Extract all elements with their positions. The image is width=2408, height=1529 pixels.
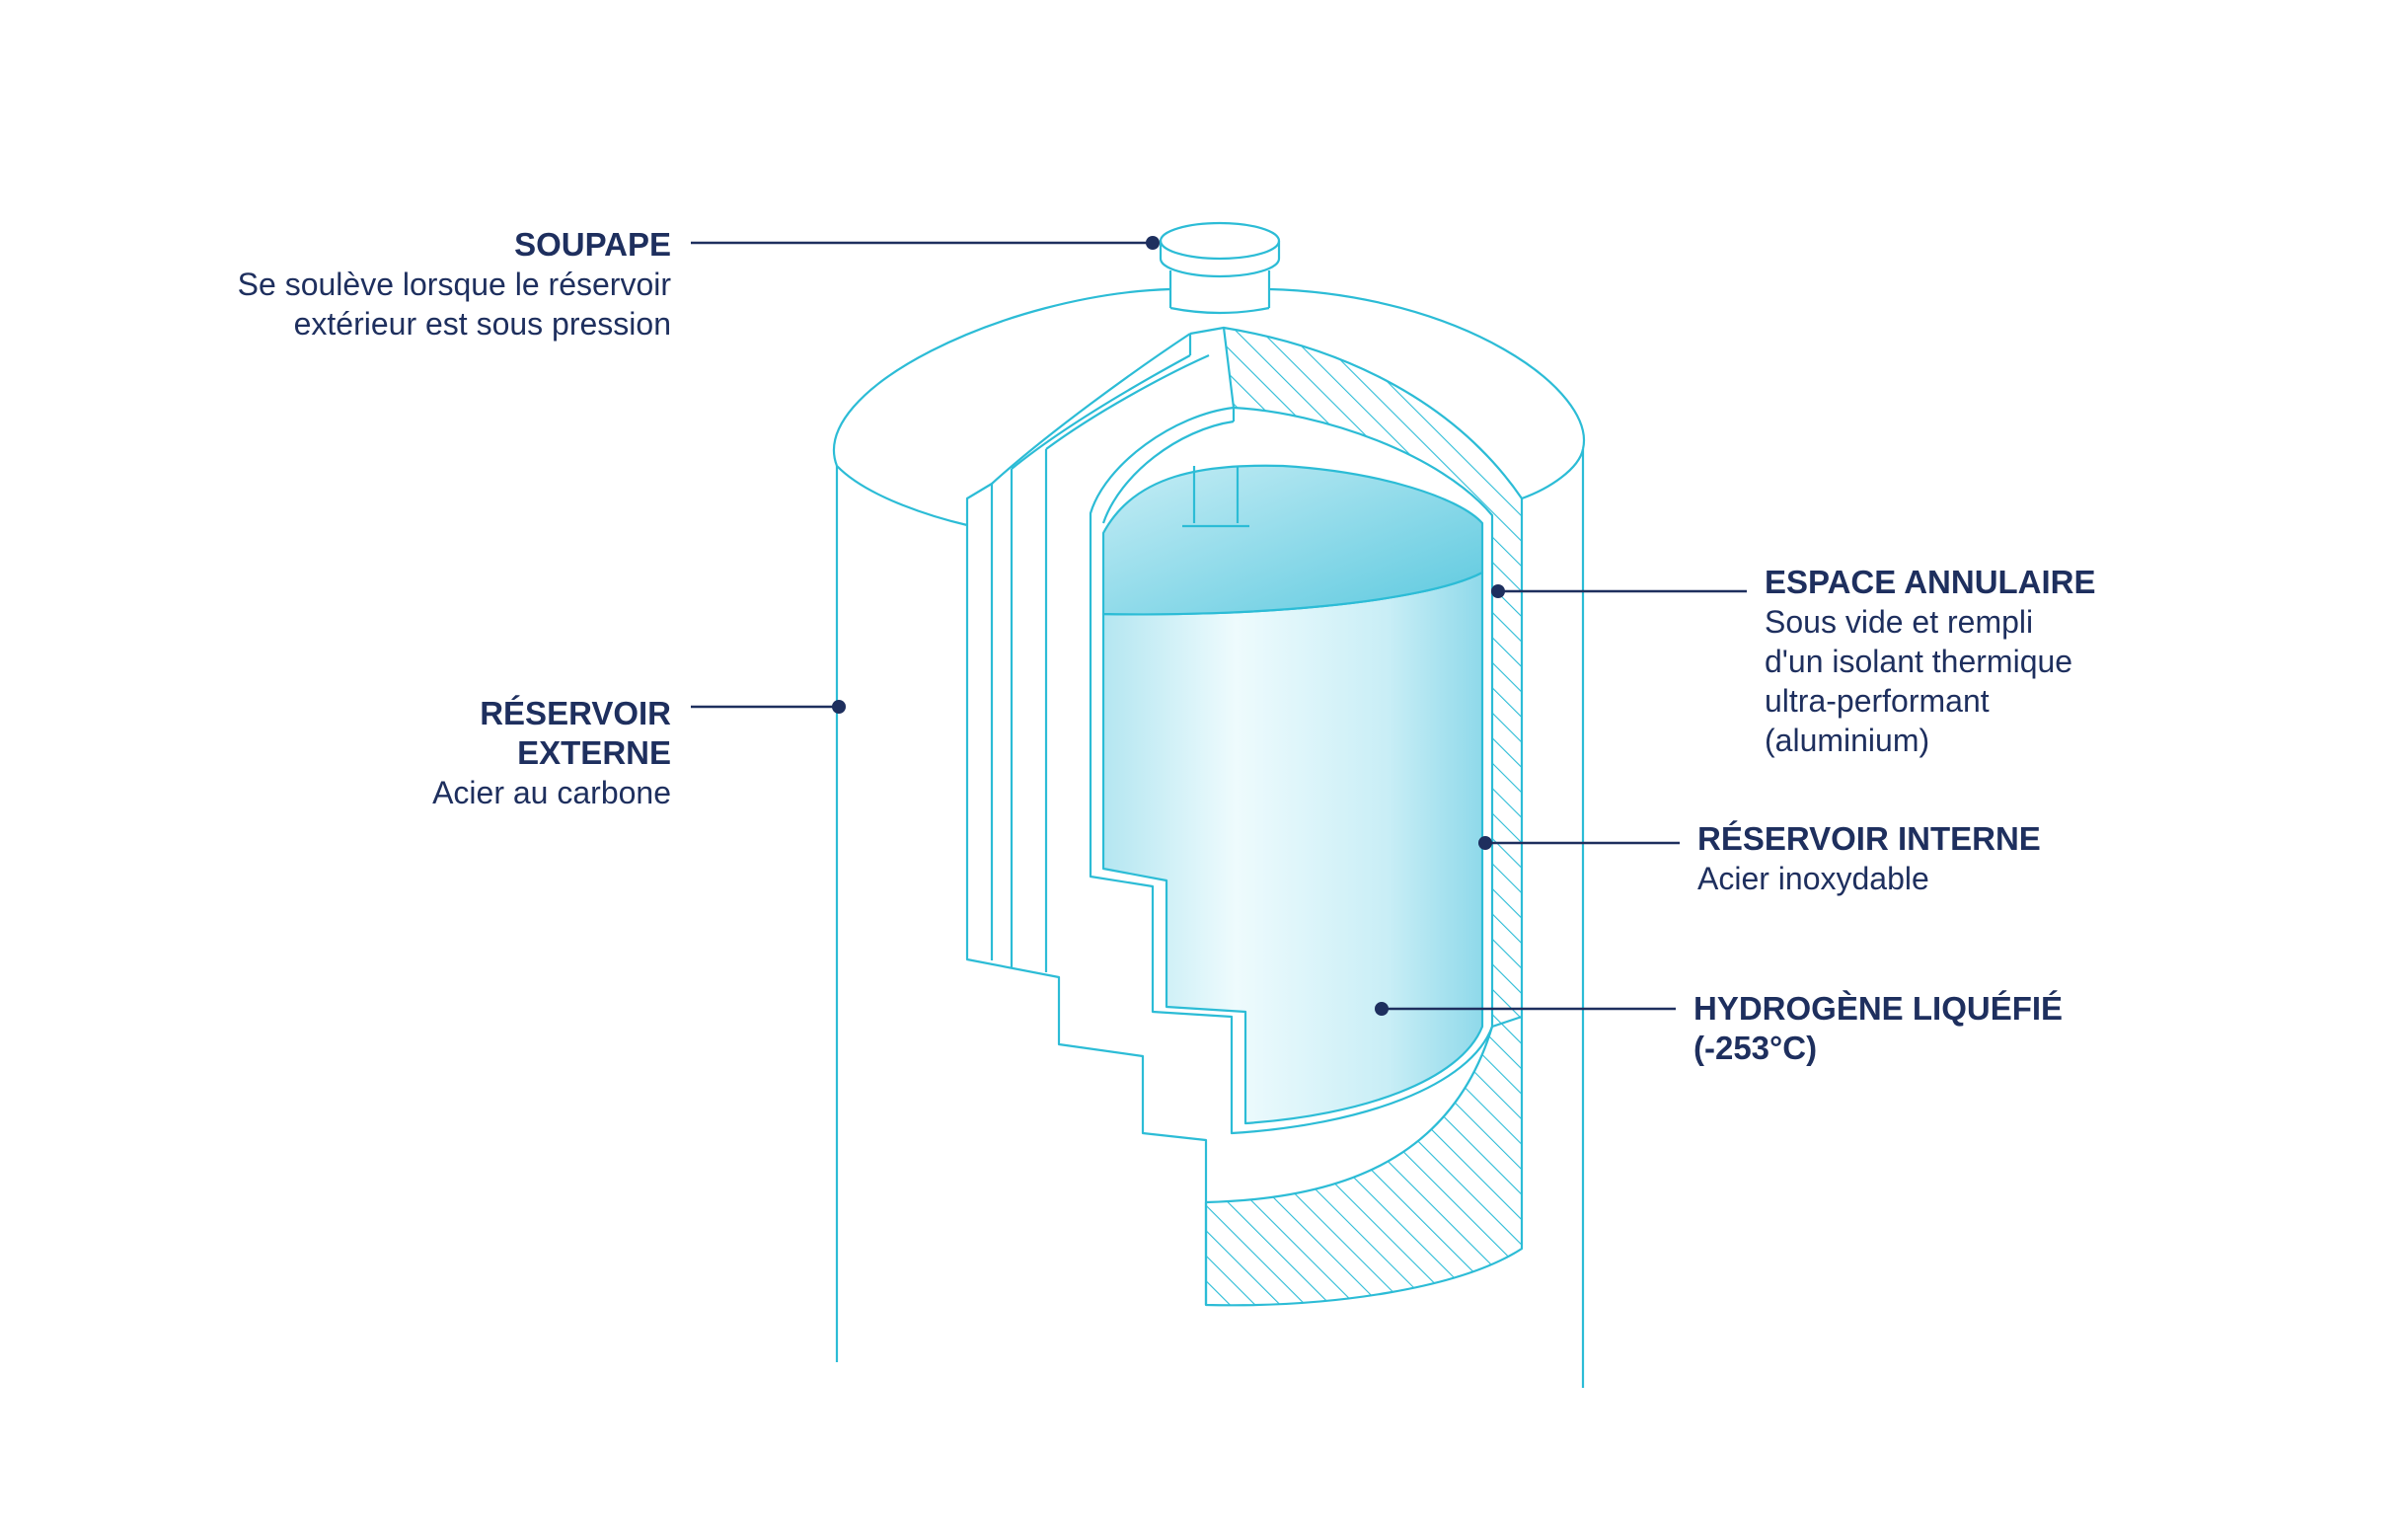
annular-desc-4: (aluminium) <box>1765 723 1930 758</box>
inner-tank-title: RÉSERVOIR INTERNE <box>1697 820 2041 857</box>
inner-tank <box>1089 406 1523 1135</box>
annular-desc-3: ultra-performant <box>1765 683 1990 719</box>
annular-space-label: ESPACE ANNULAIRE Sous vide et rempli d'u… <box>1765 563 2357 760</box>
outer-tank-label: RÉSERVOIR EXTERNE Acier au carbone <box>296 694 671 812</box>
liquid-hydrogen-label: HYDROGÈNE LIQUÉFIÉ (-253°C) <box>1693 989 2286 1068</box>
leader-liquid <box>1375 1002 1676 1016</box>
leader-inner-tank <box>1478 836 1680 850</box>
valve-desc-1: Se soulève lorsque le réservoir <box>237 267 671 302</box>
outer-tank-desc: Acier au carbone <box>432 775 671 810</box>
outer-tank <box>833 287 1586 1388</box>
valve <box>1159 221 1281 315</box>
annular-desc-1: Sous vide et rempli <box>1765 604 2034 640</box>
cutaway-walls <box>965 326 1225 1305</box>
valve-desc-2: extérieur est sous pression <box>293 306 671 342</box>
inner-tank-label: RÉSERVOIR INTERNE Acier inoxydable <box>1697 819 2290 898</box>
valve-title: SOUPAPE <box>514 226 671 263</box>
leader-annular <box>1491 584 1747 598</box>
annular-title: ESPACE ANNULAIRE <box>1765 564 2096 600</box>
valve-label: SOUPAPE Se soulève lorsque le réservoir … <box>138 225 671 344</box>
annular-insulation <box>1204 326 1524 1307</box>
liquid-hydrogen-title-2: (-253°C) <box>1693 1030 1818 1066</box>
inner-tank-desc: Acier inoxydable <box>1697 861 1929 896</box>
leader-valve <box>691 236 1160 250</box>
liquid-hydrogen <box>1101 464 1484 1125</box>
liquid-hydrogen-title-1: HYDROGÈNE LIQUÉFIÉ <box>1693 990 2064 1027</box>
outer-tank-title-2: EXTERNE <box>517 734 671 771</box>
outer-tank-title-1: RÉSERVOIR <box>480 695 671 731</box>
annular-desc-2: d'un isolant thermique <box>1765 644 2073 679</box>
leader-outer-tank <box>691 700 846 714</box>
